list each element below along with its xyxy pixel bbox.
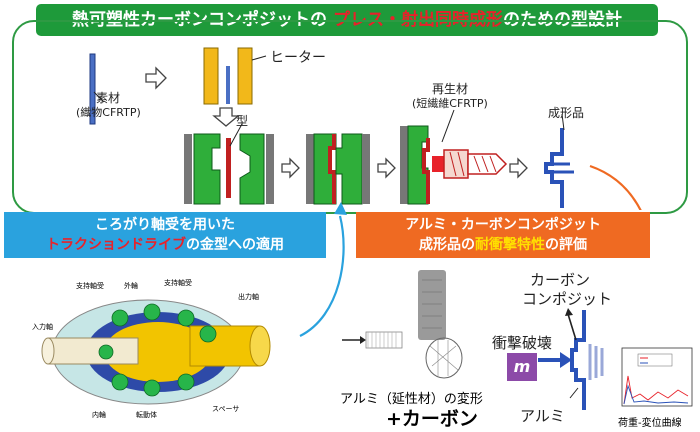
traction-header-line1: ころがり軸受を用いた <box>95 217 235 233</box>
traction-drive-header: ころがり軸受を用いた トラクションドライブの金型への適用 <box>4 212 326 258</box>
blue-curve <box>299 215 345 337</box>
formed-product <box>544 128 574 208</box>
heater-right <box>237 47 253 105</box>
heater-leader <box>251 55 267 61</box>
recycled-leader <box>441 109 455 143</box>
heater-label: ヒーター <box>270 50 326 66</box>
recycled-sub-label: (短繊維CFRTP) <box>412 97 488 110</box>
heater-left <box>203 47 219 105</box>
blue-arrowhead <box>334 202 347 215</box>
product-label: 成形品 <box>548 106 585 120</box>
part-support-bearing-b: 支持軸受 <box>164 279 192 287</box>
arrow-right-icon <box>377 157 396 179</box>
aluminum-label: アルミ <box>520 407 565 425</box>
arrow-down-icon <box>212 107 240 127</box>
impact-eval-header: アルミ・カーボンコンポジット 成形品の耐衝撃特性の評価 <box>356 212 650 258</box>
bearing-illustration <box>41 299 271 405</box>
plus-carbon-label: +カーボン <box>386 408 478 430</box>
product-leader <box>561 113 565 131</box>
impact-header-pre: 成形品の <box>419 237 475 253</box>
raw-sheet <box>89 53 96 125</box>
heated-sheet <box>226 66 230 104</box>
part-rolling-element: 転動体 <box>136 411 157 419</box>
impact-header-line2: 成形品の耐衝撃特性の評価 <box>356 235 650 255</box>
process-diagram <box>89 47 642 210</box>
impact-mass: m <box>507 353 537 381</box>
material-sub-label: (織物CFRTP) <box>76 106 141 119</box>
process-frame <box>12 20 688 214</box>
curve-label: 荷重-変位曲線 <box>618 418 682 429</box>
arrow-right-icon <box>509 157 528 179</box>
part-inner-ring: 内輪 <box>92 411 106 419</box>
part-support-bearing-a: 支持軸受 <box>76 282 104 290</box>
mass-symbol: m <box>513 357 531 376</box>
carbon-label-1: カーボン <box>530 271 591 289</box>
impact-header-post: の評価 <box>545 237 587 253</box>
part-input-shaft: 入力軸 <box>32 323 53 331</box>
mold-stage-3 <box>400 125 508 205</box>
carbon-label-2: コンポジット <box>522 290 613 308</box>
arrow-right-icon <box>145 66 167 90</box>
recycled-label: 再生材 <box>432 82 469 96</box>
aluminum-deformation-figure <box>342 270 463 379</box>
impact-label: 衝撃破壊 <box>492 334 553 352</box>
material-leader <box>93 91 105 103</box>
part-spacer: スペーサ <box>212 405 240 413</box>
mold-leader <box>229 123 243 147</box>
flow-arrow-orange <box>589 164 642 210</box>
traction-drive-term: トラクションドライブ <box>46 237 186 253</box>
flow-arrow-blue <box>299 202 347 337</box>
arrow-right-icon <box>281 157 300 179</box>
aluminum-deform-label: アルミ（延性材）の変形 <box>340 392 483 407</box>
mold-stage-2 <box>306 133 370 205</box>
impact-header-line1: アルミ・カーボンコンポジット <box>405 217 601 233</box>
part-output-shaft: 出力軸 <box>238 293 259 301</box>
impact-property-term: 耐衝撃特性 <box>475 237 545 253</box>
traction-header-line2: トラクションドライブの金型への適用 <box>4 235 326 255</box>
load-displacement-chart <box>621 347 693 407</box>
material-label: 素材 <box>96 91 121 105</box>
traction-header-rest: の金型への適用 <box>186 237 284 253</box>
mold-label: 型 <box>236 114 249 128</box>
mold-stage-1 <box>184 133 274 205</box>
impact-test-figure <box>538 308 604 410</box>
part-outer-ring: 外輪 <box>124 282 138 290</box>
